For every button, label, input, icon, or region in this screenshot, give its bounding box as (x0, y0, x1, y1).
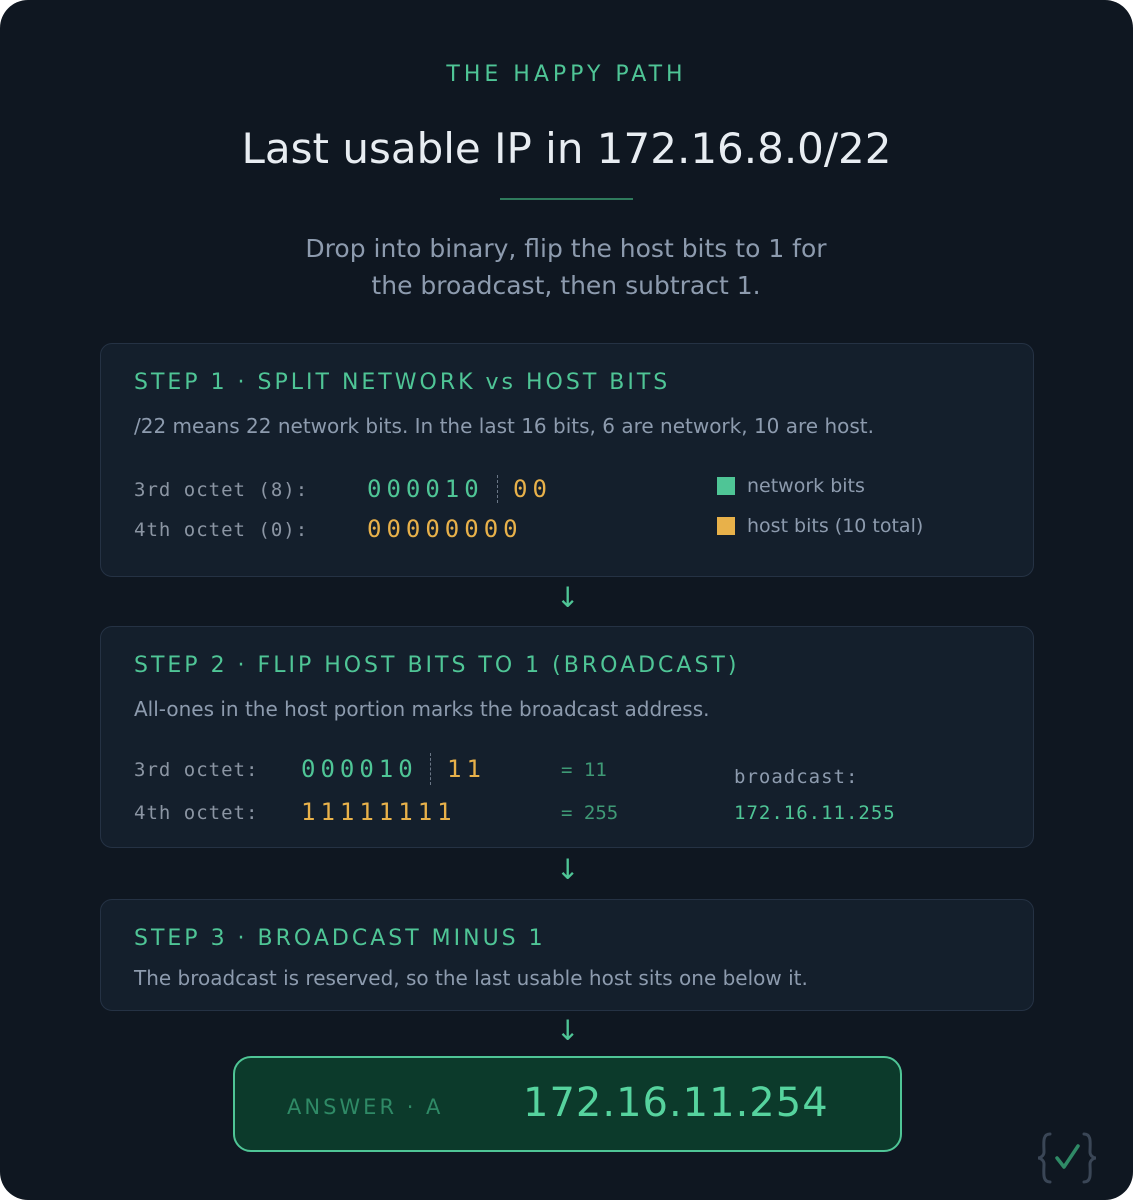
legend-host-label: host bits (10 total) (747, 515, 924, 537)
step-1-row-1-host-bits: 00 (513, 475, 552, 503)
step-3-description: The broadcast is reserved, so the last u… (134, 966, 808, 990)
title-divider (500, 198, 633, 200)
broadcast-label: broadcast: (734, 766, 859, 788)
step-3-panel: STEP 3 · BROADCAST MINUS 1 The broadcast… (100, 899, 1034, 1011)
step-1-description: /22 means 22 network bits. In the last 1… (134, 414, 874, 438)
subtitle: Drop into binary, flip the host bits to … (216, 230, 916, 304)
eyebrow: THE HAPPY PATH (446, 62, 687, 87)
network-host-separator (497, 475, 498, 503)
down-arrow-icon: ↓ (556, 853, 580, 886)
network-host-separator (430, 753, 431, 785)
step-2-title: STEP 2 · FLIP HOST BITS TO 1 (BROADCAST) (134, 653, 740, 678)
step-3-title: STEP 3 · BROADCAST MINUS 1 (134, 926, 546, 951)
host-bits-swatch (717, 517, 735, 535)
step-2-row-1-host-bits: 11 (447, 755, 486, 783)
step-2-panel: STEP 2 · FLIP HOST BITS TO 1 (BROADCAST)… (100, 626, 1034, 848)
answer-label: ANSWER · A (287, 1095, 444, 1119)
step-1-panel: STEP 1 · SPLIT NETWORK vs HOST BITS /22 … (100, 343, 1034, 577)
step-2-row-2-host-bits: 11111111 (301, 798, 457, 826)
page-title: Last usable IP in 172.16.8.0/22 (241, 124, 892, 173)
step-2-description: All-ones in the host portion marks the b… (134, 697, 710, 721)
step-1-row-1-network-bits: 000010 (367, 475, 484, 503)
answer-box: ANSWER · A 172.16.11.254 (233, 1056, 902, 1152)
subtitle-line-1: Drop into binary, flip the host bits to … (305, 234, 827, 263)
answer-value: 172.16.11.254 (523, 1080, 829, 1126)
step-1-row-2-host-bits: 00000000 (367, 515, 523, 543)
step-1-row-1-label: 3rd octet (8): (134, 479, 309, 501)
step-2-row-1-value: = 11 (561, 759, 607, 781)
step-1-title: STEP 1 · SPLIT NETWORK vs HOST BITS (134, 370, 671, 395)
subtitle-line-2: the broadcast, then subtract 1. (371, 271, 761, 300)
code-braces-check-icon (1037, 1132, 1097, 1184)
step-2-row-2-label: 4th octet: (134, 802, 259, 824)
network-bits-swatch (717, 477, 735, 495)
down-arrow-icon: ↓ (556, 1014, 580, 1047)
broadcast-value: 172.16.11.255 (734, 802, 896, 824)
step-2-row-1-label: 3rd octet: (134, 759, 259, 781)
step-2-row-1-network-bits: 000010 (301, 755, 418, 783)
step-1-row-2-label: 4th octet (0): (134, 519, 309, 541)
legend-network-label: network bits (747, 475, 865, 497)
step-2-row-2-value: = 255 (561, 802, 619, 824)
down-arrow-icon: ↓ (556, 581, 580, 614)
